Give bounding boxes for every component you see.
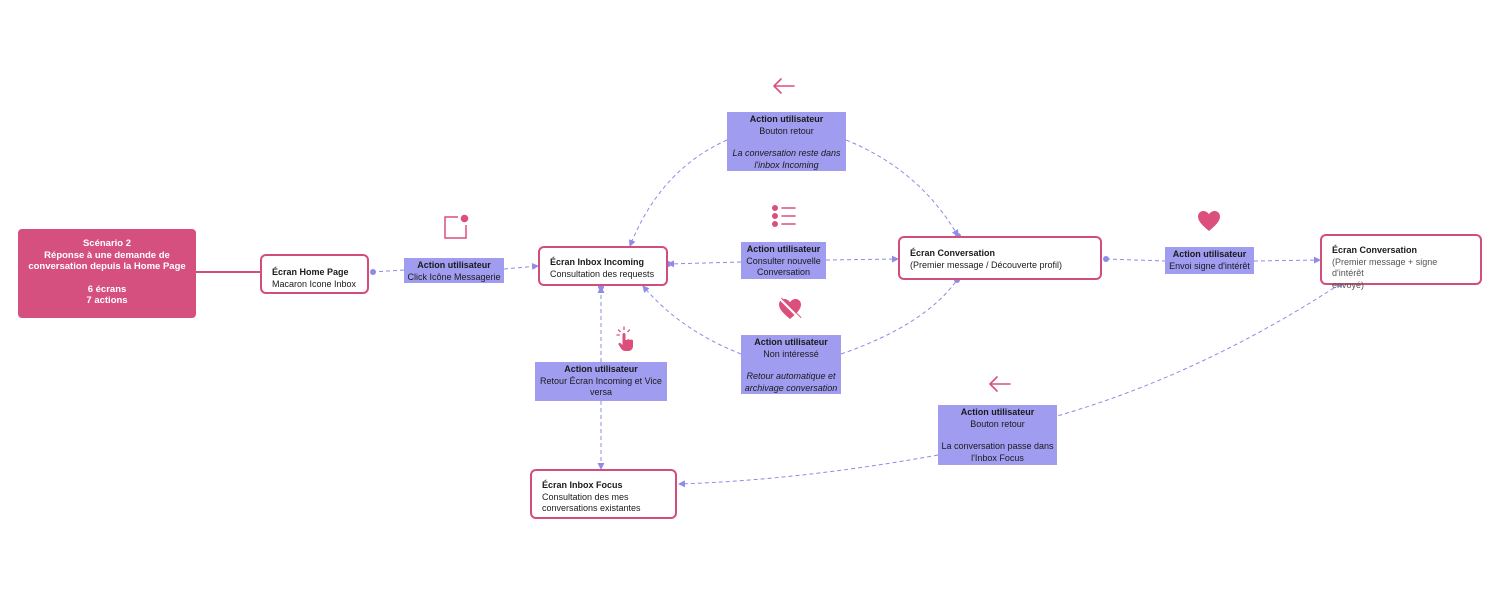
action-title: Action utilisateur [564,364,638,374]
screen-subtitle: conversations existantes [542,503,641,513]
action-text: Envoi signe d'intérêt [1169,260,1250,271]
screen-title: Écran Inbox Focus [542,480,623,490]
arrow-left-icon [989,376,1011,392]
list-icon [772,205,796,227]
action-text: Conversation [756,267,811,277]
action-title: Action utilisateur [749,114,824,124]
connector-notinterested-conversation [840,279,958,355]
screen-title: Écran Conversation [910,248,996,258]
action-text: l'Inbox Focus [971,452,1024,463]
screen-subtitle: envoyé) [1332,279,1365,290]
connector-action-incoming [503,263,539,271]
connector-conversation-interest [1105,258,1166,262]
connector-final-backbottom [1056,283,1341,417]
screen-subtitle: Macaron Icone Inbox [272,278,357,289]
heart-icon [1198,211,1220,231]
scenario-screens-count: 6 écrans [87,283,127,295]
connector-consult-incoming [667,260,742,268]
connector-interest-final [1253,256,1321,264]
heart-crossed-icon [779,297,802,320]
action-title: Action utilisateur [746,244,821,254]
connector-backtop-incoming [628,139,728,247]
connector-notinterested-incoming [642,285,742,355]
action-consult-new: Action utilisateur Consulter nouvelle Co… [741,242,826,279]
screen-title: Écran Inbox Incoming [550,257,645,267]
action-note: Retour automatique et [746,371,836,381]
action-note: l'inbox Incoming [754,159,819,170]
action-title: Action utilisateur [960,407,1035,417]
action-click-messagerie: Action utilisateur Click Icône Messageri… [404,258,504,283]
screen-inbox-incoming: Écran Inbox Incoming Consultation des re… [538,246,668,286]
scenario-card: Scénario 2 Réponse à une demande de conv… [18,229,196,318]
scenario-title: Scénario 2 [82,238,132,249]
notification-square-icon [444,214,469,239]
action-back-bottom: Action utilisateur Bouton retour La conv… [938,405,1057,465]
action-title: Action utilisateur [417,260,491,270]
connector-action-home [372,269,405,273]
screen-title: Écran Home Page [272,267,349,277]
screen-subtitle: Consultation des requests [550,268,655,279]
screen-title: Écran Conversation [1332,245,1418,255]
tap-finger-icon [616,326,633,351]
action-note: archivage conversation [744,382,838,393]
screen-subtitle: (Premier message / Découverte profil) [910,259,1063,270]
screen-conversation: Écran Conversation (Premier message / Dé… [898,236,1102,280]
action-text: Consulter nouvelle [746,255,821,266]
action-send-interest: Action utilisateur Envoi signe d'intérêt [1165,247,1254,274]
scenario-line: Réponse à une demande de [44,249,170,261]
action-text: La conversation passe dans [941,441,1054,451]
action-title: Action utilisateur [1172,249,1247,259]
connector-dot [370,269,376,275]
screen-subtitle: (Premier message + signe d'intérêt [1332,256,1438,279]
screen-inbox-focus: Écran Inbox Focus Consultation des mes c… [530,469,677,519]
action-return-incoming: Action utilisateur Retour Écran Incoming… [535,362,667,401]
action-title: Action utilisateur [754,337,828,347]
action-text: Non intéressé [763,348,819,359]
action-text: Click Icône Messagerie [407,271,501,282]
scenario-actions-count: 7 actions [86,295,128,306]
action-text: Bouton retour [970,418,1025,429]
connector-backbottom-focus [678,454,939,488]
screen-subtitle: Consultation des mes [542,491,629,502]
screen-home-page: Écran Home Page Macaron Icone Inbox [260,254,369,294]
scenario-line: conversation depuis la Home Page [28,261,186,272]
action-text: versa [589,387,612,397]
arrow-left-icon [773,78,795,94]
action-text: Retour Écran Incoming et Vice [540,375,662,386]
connector-backtop-conversation [845,139,959,237]
connector-dot [1103,256,1109,262]
action-note: La conversation reste dans [732,148,841,158]
action-back-top: Action utilisateur Bouton retour La conv… [727,112,846,171]
screen-conversation-interest: Écran Conversation (Premier message + si… [1320,234,1482,290]
action-text: Bouton retour [759,125,814,136]
action-not-interested: Action utilisateur Non intéressé Retour … [741,335,841,394]
connector-consult-conversation [825,255,899,263]
